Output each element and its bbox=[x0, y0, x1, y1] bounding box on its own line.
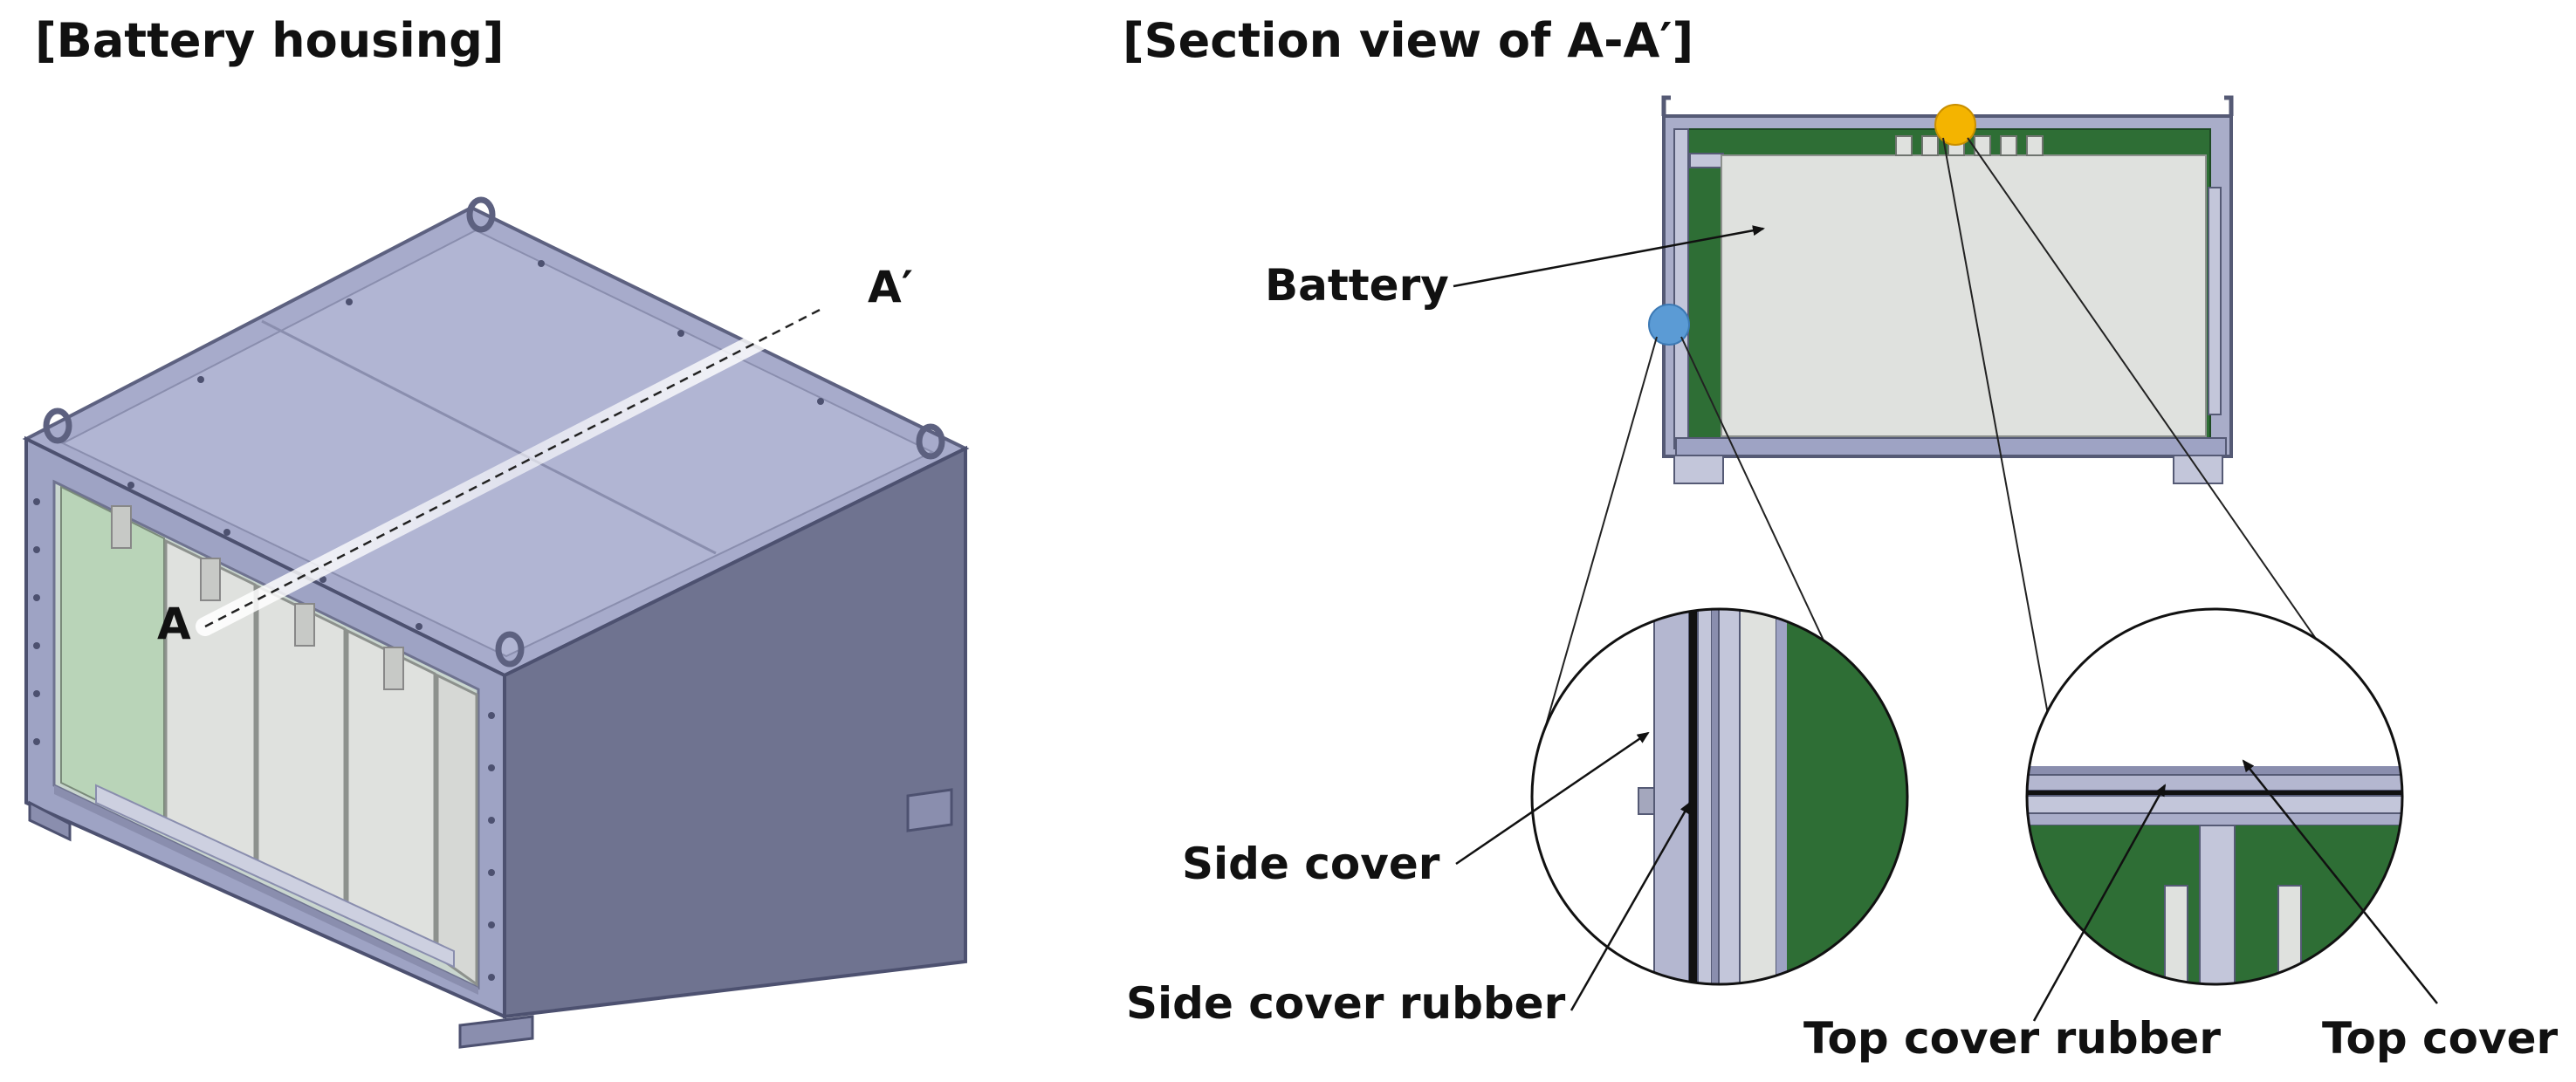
battery-housing-illustration bbox=[22, 196, 970, 1049]
top-cover-detail bbox=[2025, 607, 2404, 986]
top-cover-arrow bbox=[2242, 759, 2438, 1004]
zoom-lines bbox=[1533, 137, 2345, 769]
right-heading: [Section view of A-A′] bbox=[1123, 13, 1694, 68]
label-side-cover: Side cover bbox=[1182, 839, 1440, 889]
side-cover-rubber-arrow bbox=[1570, 801, 1692, 1011]
section-view-illustration bbox=[1648, 95, 2234, 484]
side-cover-detail bbox=[1530, 607, 1909, 986]
lifting-eyes bbox=[43, 196, 945, 668]
battery-modules bbox=[111, 505, 478, 987]
label-battery: Battery bbox=[1265, 260, 1449, 311]
frame-bolts bbox=[33, 260, 824, 981]
top-cover-marker bbox=[1934, 104, 1976, 146]
label-top-cover-rubber: Top cover rubber bbox=[1803, 1013, 2221, 1064]
battery-arrow bbox=[1453, 225, 1765, 288]
housing-feet bbox=[28, 788, 953, 1049]
label-side-cover-rubber: Side cover rubber bbox=[1126, 978, 1566, 1029]
side-cover-arrow bbox=[1455, 731, 1650, 866]
callout-arrows bbox=[1453, 225, 2438, 1022]
section-mark-start: A bbox=[157, 599, 191, 649]
left-heading: [Battery housing] bbox=[35, 13, 505, 68]
section-battery bbox=[1721, 154, 2207, 437]
top-cover-rubber-arrow bbox=[2032, 784, 2167, 1022]
section-mark-end: A′ bbox=[868, 262, 913, 312]
label-top-cover: Top cover bbox=[2322, 1013, 2559, 1064]
side-cover-marker bbox=[1648, 304, 1690, 346]
